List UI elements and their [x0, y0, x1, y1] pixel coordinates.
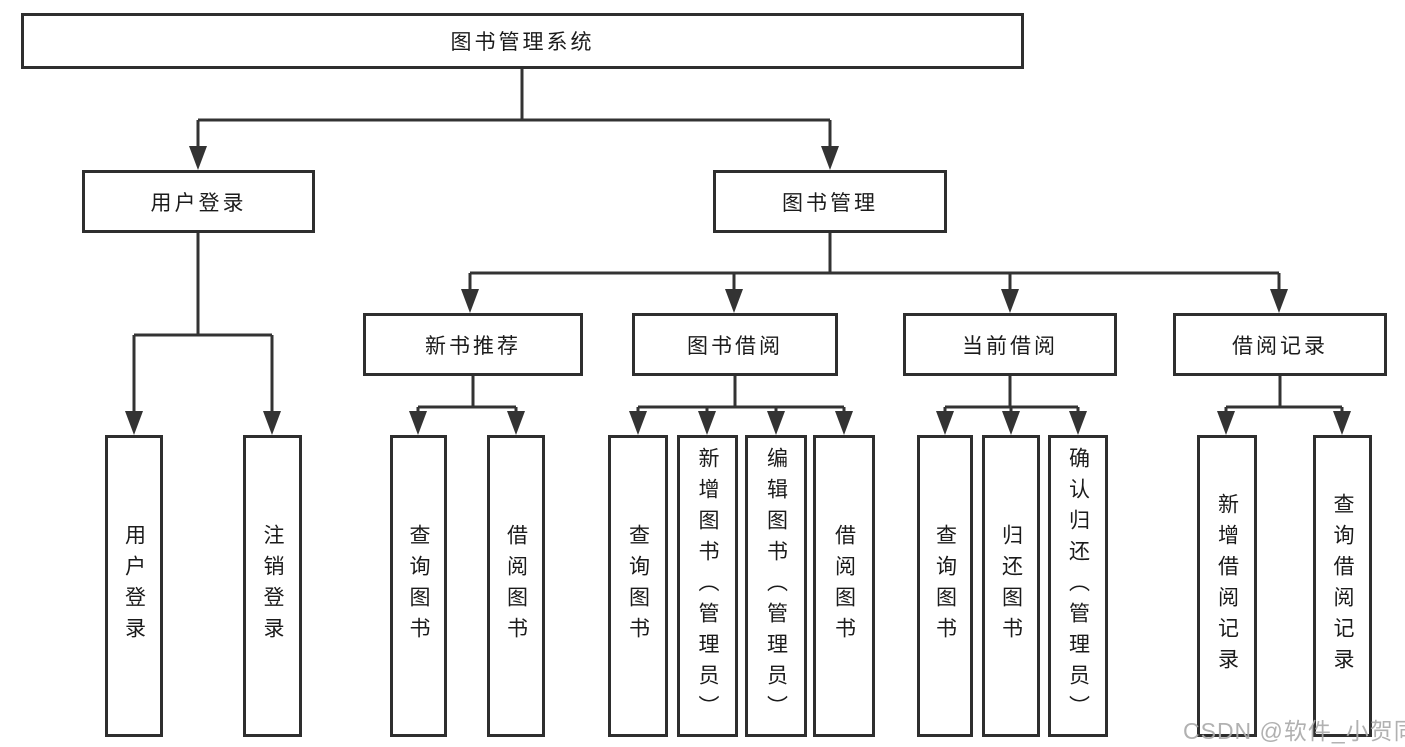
connector-root-to-level2 [196, 69, 832, 146]
connector-book-borrow-children [636, 376, 846, 411]
leaf-query-books-borrow: 查询图书 [608, 435, 668, 737]
csdn-watermark: CSDN @软件_小贺同学 [1183, 718, 1405, 744]
connector-current-borrow-children [943, 376, 1080, 411]
connector-borrow-records-children [1224, 376, 1344, 411]
node-borrow-records: 借阅记录 [1173, 313, 1387, 376]
leaf-query-books-current: 查询图书 [917, 435, 973, 737]
leaf-confirm-return-admin: 确认归还（管理员） [1048, 435, 1108, 737]
leaf-borrow-books-recommend: 借阅图书 [487, 435, 545, 737]
connector-new-book-children [416, 376, 518, 411]
leaf-return-book: 归还图书 [982, 435, 1040, 737]
leaf-query-borrow-record: 查询借阅记录 [1313, 435, 1372, 737]
node-book-borrow: 图书借阅 [632, 313, 838, 376]
leaf-borrow-books: 借阅图书 [813, 435, 875, 737]
node-book-management: 图书管理 [713, 170, 947, 233]
node-root-system: 图书管理系统 [21, 13, 1024, 69]
arrowheads [125, 146, 1351, 435]
leaf-add-borrow-record: 新增借阅记录 [1197, 435, 1257, 737]
leaf-logout: 注销登录 [243, 435, 302, 737]
node-new-book-recommend: 新书推荐 [363, 313, 583, 376]
node-user-login: 用户登录 [82, 170, 315, 233]
leaf-query-books-recommend: 查询图书 [390, 435, 447, 737]
connector-user-login-children [132, 233, 274, 411]
leaf-edit-book-admin: 编辑图书（管理员） [745, 435, 807, 737]
leaf-user-login: 用户登录 [105, 435, 163, 737]
connector-book-management-children [468, 233, 1281, 289]
leaf-add-book-admin: 新增图书（管理员） [677, 435, 738, 737]
node-current-borrow: 当前借阅 [903, 313, 1117, 376]
